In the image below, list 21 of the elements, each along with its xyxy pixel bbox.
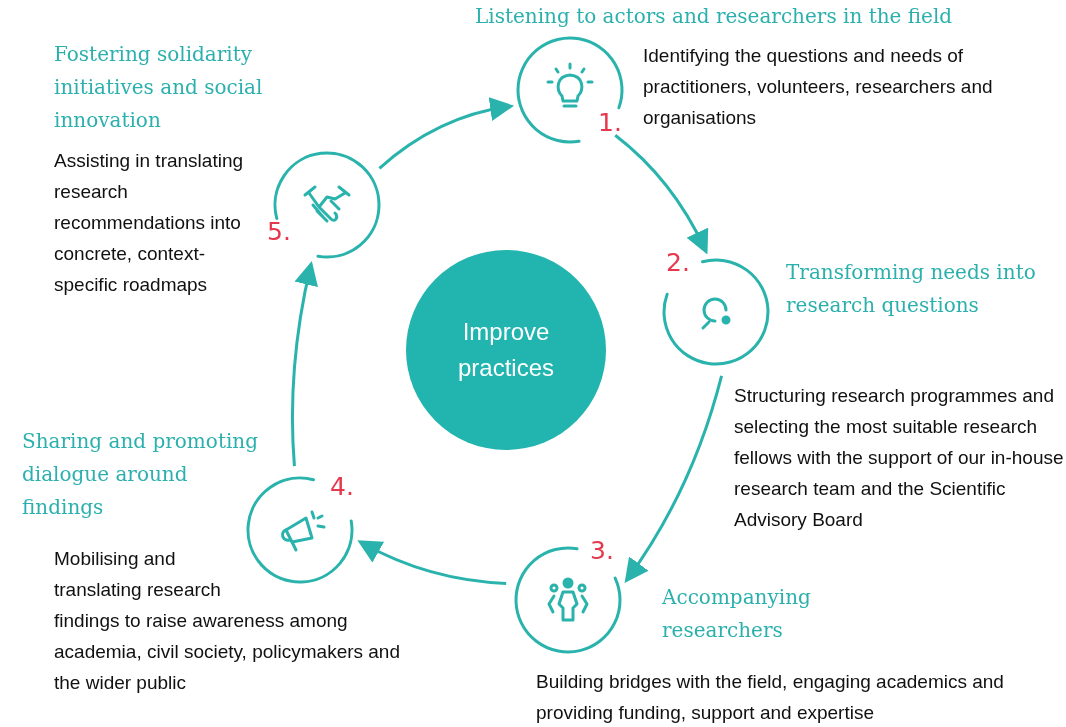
arrow — [614, 134, 708, 255]
step-heading: Transforming needs into research questions — [786, 259, 1037, 319]
step-number: 5. — [267, 217, 291, 247]
step-description: Structuring research programmes and selecting the most suitable research fellows with the support of our in-house research team and the Scientific Advisory Board — [734, 384, 1065, 532]
step-number: 1. — [598, 108, 622, 138]
arrow — [378, 97, 515, 170]
step-description: Assisting in translating research recommendations into concrete, context-specific roadmaps — [54, 149, 245, 297]
arrow — [624, 375, 724, 583]
arrow — [290, 260, 319, 467]
step-number: 2. — [666, 248, 690, 278]
step-description: Identifying the questions and needs of practitioners, volunteers, researchers and organisations — [643, 44, 994, 130]
step-heading: Fostering solidarity initiatives and social innovation — [54, 41, 264, 134]
step-number: 3. — [590, 536, 614, 566]
step-heading: Accompanying researchers — [662, 584, 812, 644]
step-heading: Sharing and promoting dialogue around findings — [22, 428, 259, 521]
step-heading: Listening to actors and researchers in the field — [475, 3, 954, 30]
step-number: 4. — [330, 472, 354, 502]
center-label: Improve practices — [456, 317, 555, 383]
arrow — [357, 540, 507, 585]
step-description: Building bridges with the field, engaging academics and providing funding, support and expertise — [536, 670, 1005, 725]
step-description: Mobilising and translating research findings to raise awareness among academia, civil society, policymakers and the wider public — [54, 547, 401, 695]
